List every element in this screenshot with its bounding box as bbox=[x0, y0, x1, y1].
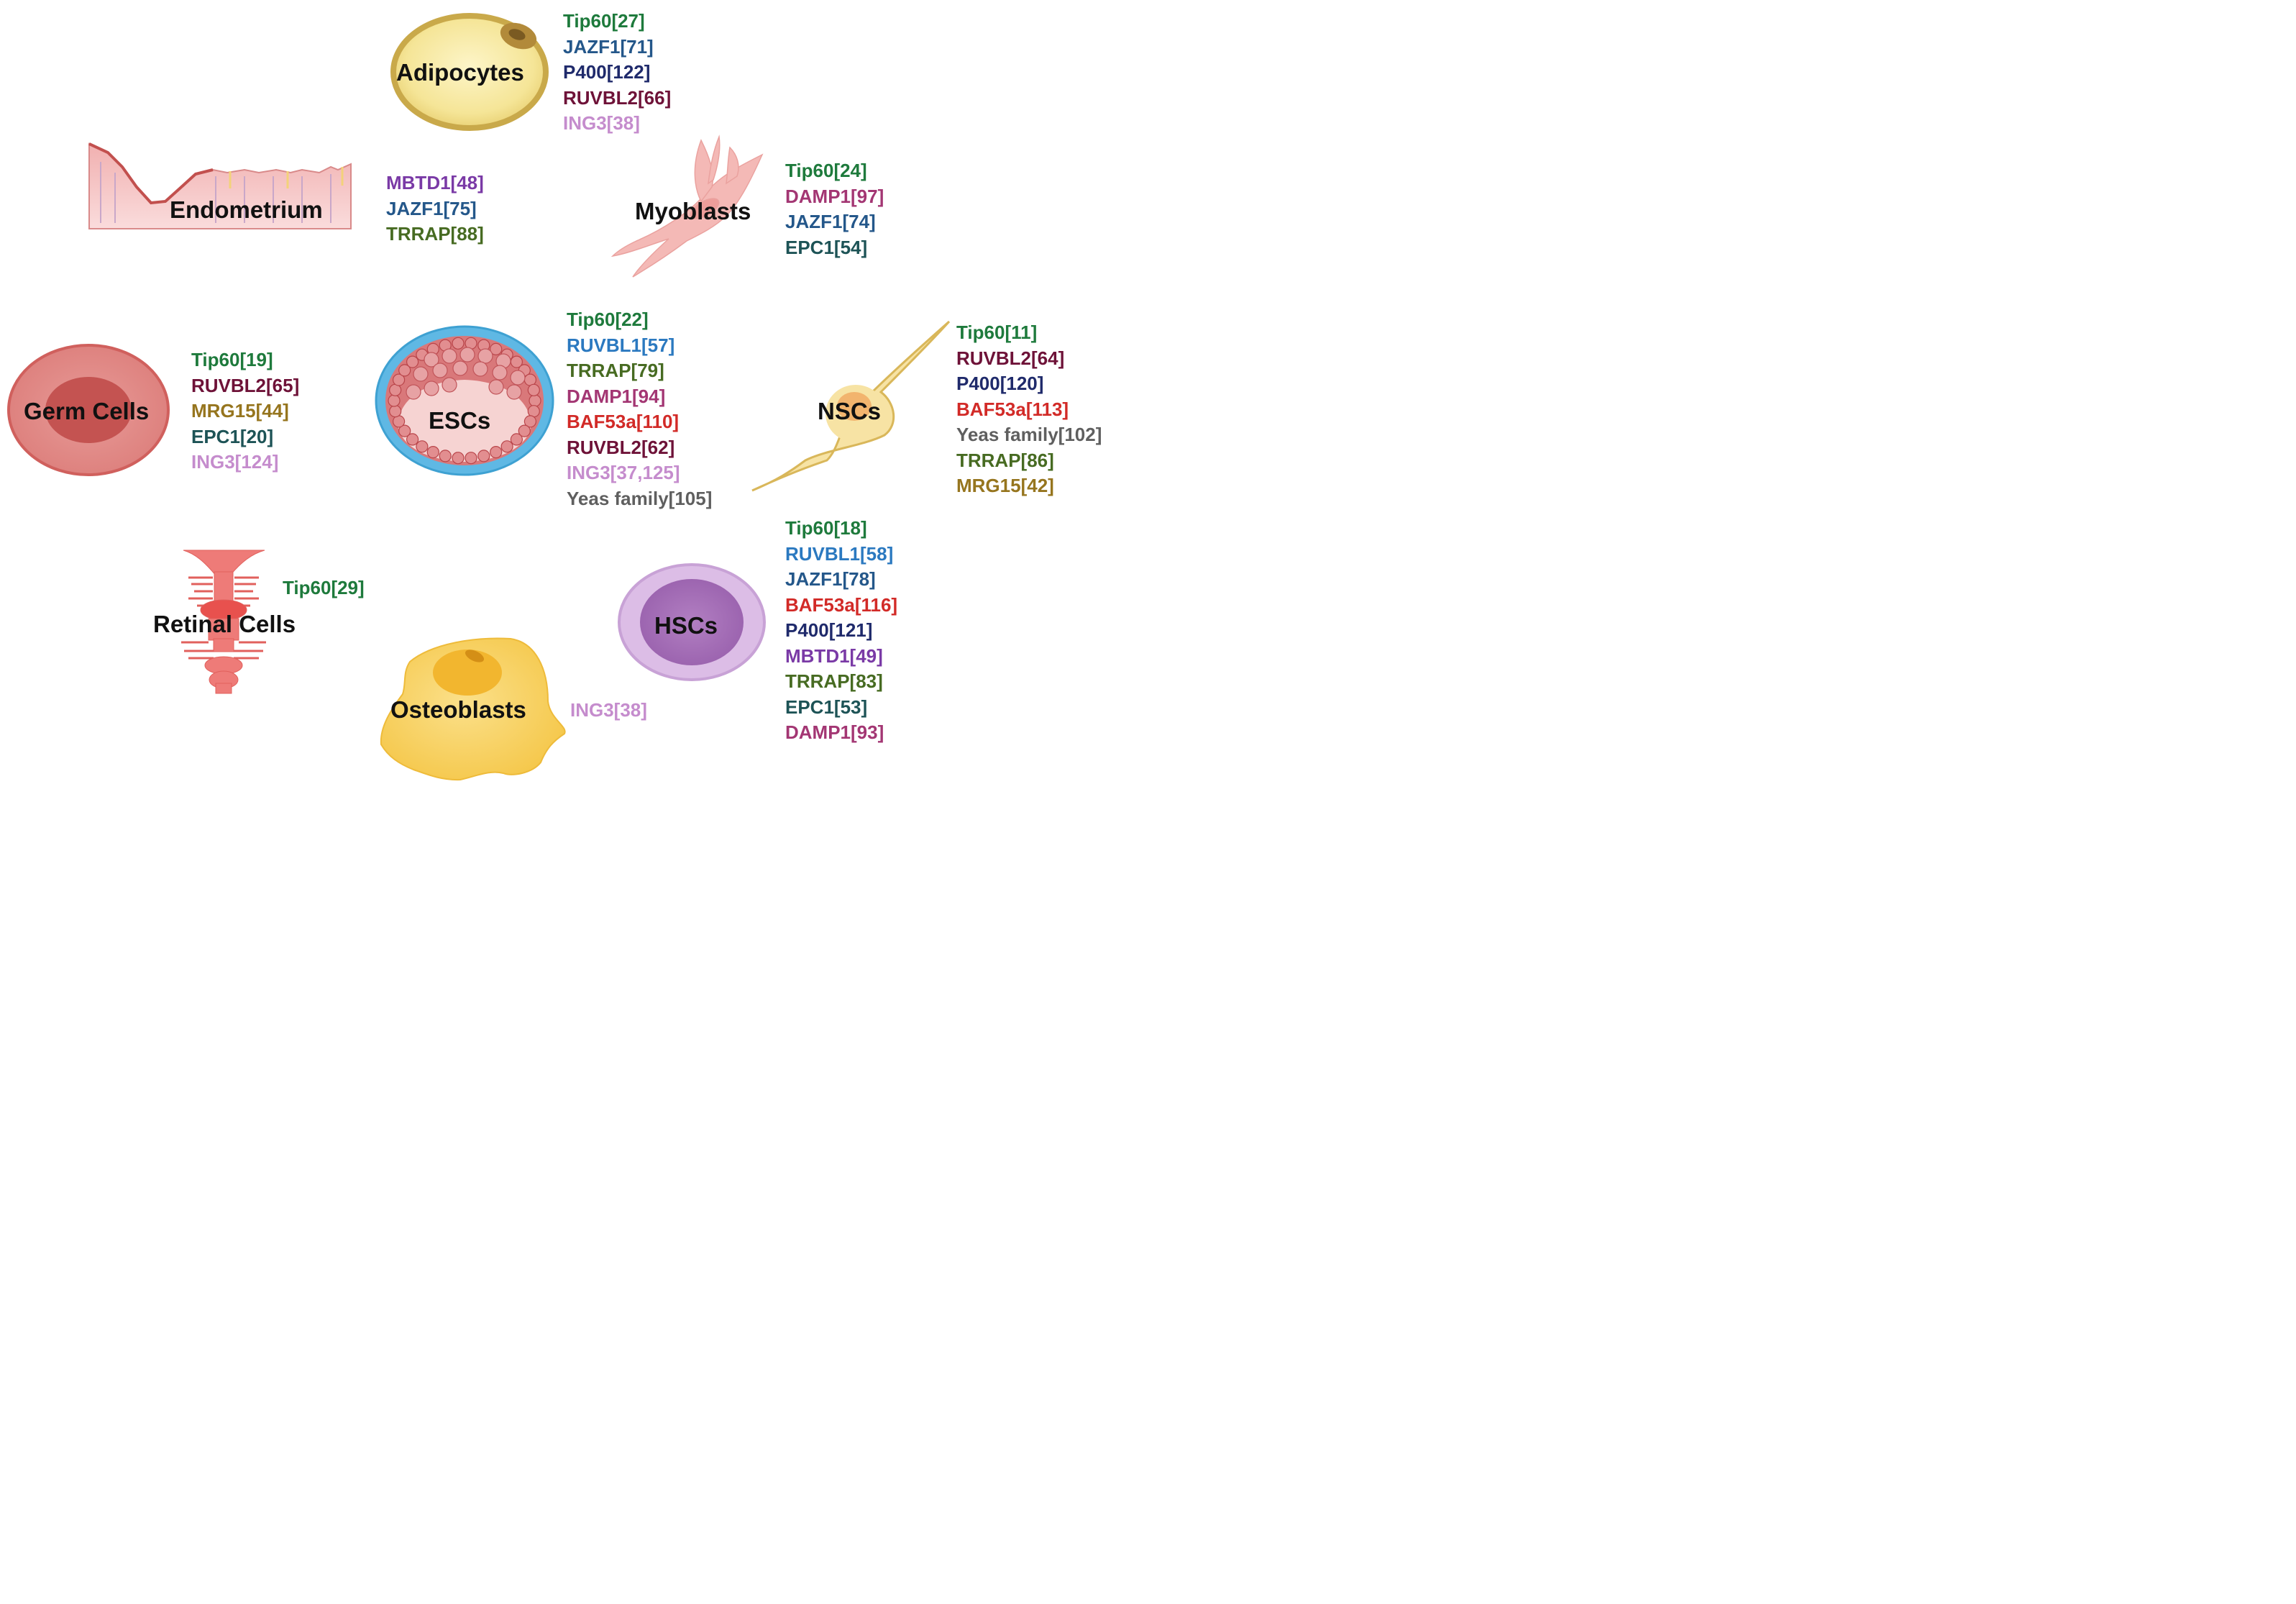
ref-item: RUVBL2[62] bbox=[567, 436, 675, 458]
cell-label-retinal-cells: Retinal Cells bbox=[153, 611, 296, 637]
ref-item: BAF53a[113] bbox=[956, 398, 1069, 420]
ref-list-endometrium: MBTD1[48] JAZF1[75] TRRAP[88] bbox=[386, 170, 484, 247]
cell-label-hscs: HSCs bbox=[654, 612, 718, 639]
cell-label-myoblasts: Myoblasts bbox=[635, 198, 751, 224]
ref-item: MRG15[44] bbox=[191, 400, 289, 421]
ref-list-nscs: Tip60[11] RUVBL2[64] P400[120] BAF53a[113] Y… bbox=[956, 320, 1102, 499]
ref-item: DAMP1[94] bbox=[567, 385, 666, 407]
ref-item: MRG15[42] bbox=[956, 475, 1054, 496]
ref-item: BAF53a[110] bbox=[567, 411, 680, 432]
ref-item: JAZF1[71] bbox=[563, 35, 654, 58]
cell-label-germ-cells: Germ Cells bbox=[24, 398, 150, 424]
ref-item: Yeas family[102] bbox=[956, 424, 1102, 445]
ref-item: BAF53a[116] bbox=[785, 593, 898, 616]
ref-item: Tip60[27] bbox=[563, 10, 645, 32]
ref-item: TRRAP[83] bbox=[785, 670, 883, 692]
ref-item: TRRAP[86] bbox=[956, 449, 1054, 471]
ref-item: Tip60[11] bbox=[956, 322, 1038, 343]
ref-item: EPC1[20] bbox=[191, 425, 274, 447]
cell-label-adipocytes: Adipocytes bbox=[396, 59, 524, 86]
osteoblast-cell-icon bbox=[380, 637, 566, 781]
ref-item: TRRAP[79] bbox=[567, 360, 664, 381]
ref-item: RUVBL2[64] bbox=[956, 347, 1065, 369]
ref-item: MBTD1[49] bbox=[785, 644, 883, 667]
adipocyte-cell-icon bbox=[390, 13, 549, 131]
ref-item: ING3[38] bbox=[570, 699, 647, 721]
ref-item: RUVBL2[66] bbox=[563, 86, 672, 109]
cell-label-nscs: NSCs bbox=[818, 398, 882, 424]
neural-stem-cell-icon bbox=[751, 320, 951, 492]
ref-item: P400[122] bbox=[563, 61, 651, 83]
ref-item: RUVBL1[58] bbox=[785, 542, 894, 565]
ref-list-germ-cells: Tip60[19] RUVBL2[65] MRG15[44] EPC1[20] ING3… bbox=[191, 347, 299, 475]
ref-item: ING3[38] bbox=[563, 112, 640, 134]
ref-item: EPC1[53] bbox=[785, 696, 868, 718]
ref-item: DAMP1[97] bbox=[785, 185, 884, 207]
ref-item: Tip60[22] bbox=[567, 309, 649, 330]
ref-item: P400[121] bbox=[785, 619, 873, 641]
ref-list-adipocytes: Tip60[27] JAZF1[71] P400[122] RUVBL2[66] ING… bbox=[563, 9, 671, 137]
myoblast-cell-icon bbox=[610, 135, 764, 278]
hematopoietic-stem-cell-icon bbox=[618, 563, 766, 681]
retinal-cell-icon bbox=[181, 550, 266, 694]
ref-list-escs: Tip60[22] RUVBL1[57] TRRAP[79] DAMP1[94] BAF… bbox=[567, 307, 712, 511]
ref-item: ING3[37,125] bbox=[567, 462, 680, 483]
ref-list-hscs: Tip60[18] RUVBL1[58] JAZF1[78] BAF53a[116] P… bbox=[785, 516, 897, 746]
ref-item: JAZF1[74] bbox=[785, 211, 876, 232]
ref-item: Tip60[24] bbox=[785, 160, 867, 181]
endometrium-tissue-icon bbox=[88, 142, 352, 229]
ref-item: ING3[124] bbox=[191, 451, 279, 473]
ref-item: JAZF1[78] bbox=[785, 568, 876, 590]
ref-item: EPC1[54] bbox=[785, 236, 868, 258]
ref-item: Tip60[29] bbox=[283, 577, 365, 598]
ref-item: Tip60[19] bbox=[191, 349, 273, 370]
cell-label-escs: ESCs bbox=[429, 407, 491, 434]
ref-item: MBTD1[48] bbox=[386, 172, 484, 193]
ref-item: Yeas family[105] bbox=[567, 487, 713, 509]
ref-item: RUVBL2[65] bbox=[191, 374, 300, 396]
ref-list-retinal-cells: Tip60[29] bbox=[283, 575, 365, 601]
cell-label-endometrium: Endometrium bbox=[170, 196, 323, 223]
ref-list-myoblasts: Tip60[24] DAMP1[97] JAZF1[74] EPC1[54] bbox=[785, 158, 884, 260]
ref-item: TRRAP[88] bbox=[386, 223, 484, 245]
ref-list-osteoblasts: ING3[38] bbox=[570, 698, 647, 724]
ref-item: RUVBL1[57] bbox=[567, 334, 675, 356]
ref-item: DAMP1[93] bbox=[785, 721, 884, 743]
ref-item: Tip60[18] bbox=[785, 517, 867, 539]
cell-illustrations bbox=[7, 13, 951, 781]
blastocyst-icon bbox=[375, 325, 554, 476]
germ-cell-icon bbox=[7, 344, 170, 476]
ref-item: P400[120] bbox=[956, 373, 1044, 394]
ref-item: JAZF1[75] bbox=[386, 197, 477, 219]
cell-label-osteoblasts: Osteoblasts bbox=[390, 696, 526, 723]
